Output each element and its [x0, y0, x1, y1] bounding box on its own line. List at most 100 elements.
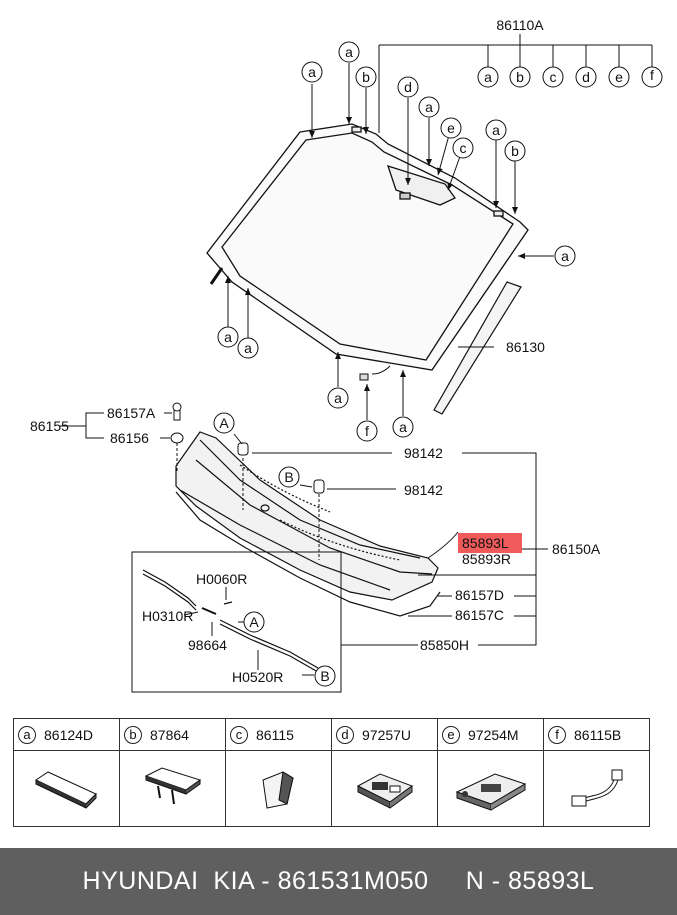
svg-text:a: a [345, 44, 353, 60]
legend-cell-a: a 86124D [14, 719, 120, 826]
wire-harness-windshield [359, 365, 391, 381]
callout-circle [237, 337, 259, 359]
sensor-bracket-icon [332, 751, 437, 826]
callout-circle [356, 420, 378, 442]
label-86155: 86155 [30, 418, 69, 434]
windshield-callout-letters: a a b d a e c a b a a a a f a [224, 44, 569, 439]
legend-part-number: 97257U [362, 726, 412, 743]
legend-letter: f [548, 725, 566, 744]
label-86157c: 86157C [455, 607, 504, 623]
callout-circle [327, 387, 349, 409]
label-98142-top: 98142 [404, 445, 443, 461]
callout-circle [397, 76, 419, 98]
legend-cell-d: d 97257U [332, 719, 438, 826]
legend-header: b 87864 [120, 719, 225, 751]
wire-harness-icon [544, 751, 649, 826]
label-98142-mid: 98142 [404, 482, 443, 498]
clip-86157a [172, 402, 182, 421]
label-h0060r: H0060R [196, 571, 247, 587]
label-98664: 98664 [188, 637, 227, 653]
assembly-label: 86110A [496, 17, 544, 33]
inset-a-label: A [249, 614, 259, 630]
view-callouts [213, 412, 300, 488]
label-86130: 86130 [506, 339, 545, 355]
svg-text:a: a [561, 248, 569, 264]
legend-part-number: 86115 [256, 726, 294, 743]
legend-part-number: 86124D [44, 726, 94, 743]
legend-header: c 86115 [226, 719, 331, 751]
callout-circle [504, 140, 526, 162]
cap-icon [226, 751, 331, 826]
svg-text:a: a [308, 64, 316, 80]
svg-text:c: c [460, 140, 467, 156]
footer-part-info: HYUNDAI KIA - 861531M050 N - 85893L [0, 848, 677, 915]
windshield-leaders [225, 63, 554, 420]
legend-letter: c [230, 725, 248, 744]
parts-diagram: 86110A a b c d e f [30, 17, 663, 693]
legend-letter: b [124, 725, 142, 744]
svg-text:a: a [224, 329, 232, 345]
svg-text:a: a [244, 340, 252, 356]
callout-circle [418, 96, 440, 118]
callout-circle [338, 41, 360, 63]
assembly-letter-row [477, 45, 663, 88]
moulding-86130 [433, 281, 522, 415]
assembly-letter: c [550, 69, 557, 85]
label-86150a: 86150A [552, 541, 601, 557]
legend-part-number: 86115B [574, 726, 622, 743]
label-h0520r: H0520R [232, 669, 283, 685]
label-86156: 86156 [110, 430, 149, 446]
clip-86156 [170, 432, 184, 444]
assembly-letter: b [516, 69, 524, 85]
label-86157a: 86157A [107, 405, 156, 421]
callout-circle [485, 119, 507, 141]
svg-text:a: a [425, 99, 433, 115]
cowl-leaders [60, 412, 548, 646]
legend-header: e 97254M [438, 719, 543, 751]
svg-text:b: b [362, 69, 370, 85]
label-85850h: 85850H [420, 637, 469, 653]
windshield-callouts [217, 41, 576, 442]
svg-text:a: a [334, 390, 342, 406]
svg-text:e: e [447, 120, 455, 136]
label-85893r: 85893R [462, 551, 511, 567]
callout-circle [217, 326, 239, 348]
grommet-98142 [237, 442, 325, 494]
hose-inset: A B H0060R H0310R 98664 H0520R [131, 551, 342, 693]
legend-letter: a [18, 725, 36, 744]
legend-part-number: 87864 [150, 726, 189, 743]
assembly-letter: e [615, 69, 623, 85]
svg-text:f: f [365, 423, 369, 439]
callout-circle [440, 117, 462, 139]
legend-part-number: 97254M [468, 726, 519, 743]
assembly-86110a: 86110A a b c d e f [378, 17, 663, 133]
view-a-label: A [219, 415, 229, 431]
callout-circle [392, 416, 414, 438]
svg-text:d: d [404, 79, 412, 95]
label-86157d: 86157D [455, 587, 504, 603]
legend-cell-e: e 97254M [438, 719, 544, 826]
pad-icon [14, 751, 119, 826]
label-85893l: 85893L [462, 535, 509, 551]
assembly-letter: f [650, 67, 654, 83]
cowl-panel [175, 431, 459, 617]
callout-circle [355, 66, 377, 88]
parts-legend-table: a 86124D b 87864 c 86115 d 97257U [13, 718, 650, 827]
highlight-85893l [458, 533, 522, 553]
legend-header: d 97257U [332, 719, 437, 751]
camera-bracket-icon [438, 751, 543, 826]
legend-header: a 86124D [14, 719, 119, 751]
clip-icon [120, 751, 225, 826]
callout-circle [554, 245, 576, 267]
svg-text:a: a [492, 122, 500, 138]
legend-letter: e [442, 725, 460, 744]
svg-text:b: b [511, 143, 519, 159]
side-moulding-left [209, 267, 224, 285]
legend-header: f 86115B [544, 719, 649, 751]
legend-cell-c: c 86115 [226, 719, 332, 826]
inset-b-label: B [320, 668, 329, 684]
legend-cell-b: b 87864 [120, 719, 226, 826]
view-b-label: B [284, 469, 293, 485]
svg-text:a: a [399, 419, 407, 435]
legend-letter: d [336, 725, 354, 744]
